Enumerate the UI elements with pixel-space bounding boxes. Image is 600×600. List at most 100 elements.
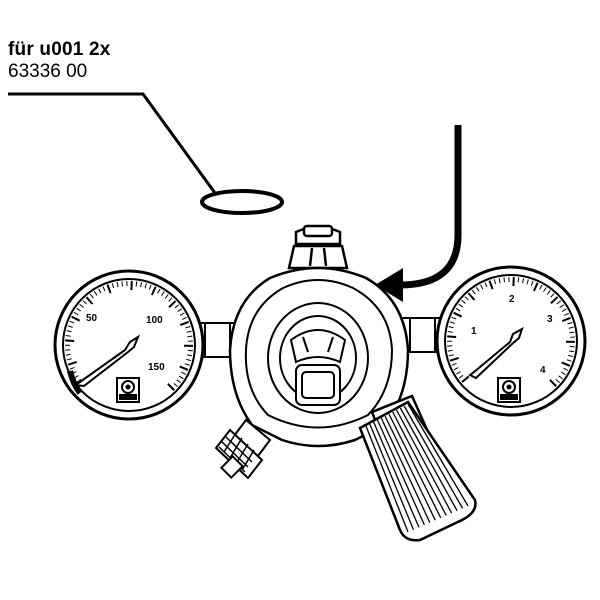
knob-ridge bbox=[388, 413, 442, 519]
gauge-tick bbox=[179, 365, 189, 371]
part-number: 63336 00 bbox=[8, 61, 88, 82]
gauge-tick bbox=[98, 288, 102, 294]
left-gauge-red-zone bbox=[67, 370, 83, 395]
gauge-tick bbox=[157, 288, 161, 294]
gauge-tick bbox=[161, 291, 165, 297]
gauge-tick bbox=[66, 330, 72, 333]
knob-ridge bbox=[392, 411, 447, 516]
gauge-tick bbox=[522, 278, 525, 284]
gauge-tick bbox=[116, 282, 119, 288]
gauge-tick bbox=[561, 316, 572, 322]
gauge-tick bbox=[135, 281, 138, 287]
knob-ridge bbox=[395, 409, 453, 514]
gauge-tick bbox=[73, 311, 79, 316]
side-valve bbox=[214, 418, 272, 480]
knob-ridge bbox=[380, 417, 431, 523]
gauge-tick bbox=[471, 289, 476, 295]
gauge-tick bbox=[559, 304, 565, 308]
right-pressure-gauge: 1 2 3 4 bbox=[435, 265, 587, 417]
left-gauge-scale-label: 150 bbox=[148, 362, 165, 373]
gauge-tick bbox=[447, 330, 453, 333]
gauge-tick bbox=[106, 284, 112, 294]
leader-line bbox=[8, 92, 217, 194]
part-label-title: für u001 2x bbox=[8, 39, 111, 60]
gauge-tick bbox=[467, 292, 476, 301]
knob-ridge bbox=[403, 405, 464, 509]
knob-ridge bbox=[369, 423, 415, 530]
gauge-tick bbox=[71, 315, 81, 322]
gauge-tick bbox=[493, 279, 497, 285]
gauge-tick bbox=[168, 297, 173, 302]
gauge-tick bbox=[568, 354, 574, 358]
gauge-tick bbox=[458, 374, 464, 379]
gauge-tick bbox=[461, 299, 466, 304]
gauge-tick bbox=[89, 293, 94, 299]
gauge-tick bbox=[178, 375, 184, 380]
gauge-tick bbox=[498, 278, 501, 284]
knob-ridge bbox=[384, 415, 436, 521]
gauge-tick bbox=[451, 362, 457, 366]
gauge-tick bbox=[567, 321, 573, 325]
gauge-tick bbox=[546, 290, 551, 295]
right-gauge-scale-label: 1 bbox=[471, 326, 477, 337]
gauge-tick bbox=[144, 283, 147, 289]
adjustment-knob bbox=[358, 394, 477, 542]
gauge-tick bbox=[176, 379, 181, 384]
gauge-tick bbox=[76, 307, 82, 312]
pointer-arrow bbox=[375, 125, 462, 302]
gauge-tick bbox=[121, 281, 123, 287]
right-gauge-ticks bbox=[446, 277, 576, 387]
gauge-tick bbox=[187, 335, 193, 338]
gauge-tick bbox=[167, 383, 175, 391]
part-label: für u001 2x 63336 00 bbox=[8, 40, 111, 81]
gauge-tick bbox=[539, 284, 543, 290]
gauge-tick bbox=[179, 320, 190, 326]
gauge-tick bbox=[517, 277, 520, 283]
knob-ridge bbox=[376, 419, 425, 526]
gauge-tick bbox=[555, 379, 560, 384]
gauge-tick bbox=[480, 284, 484, 290]
gauge-tick bbox=[543, 287, 547, 293]
left-pressure-gauge: 50 100 150 bbox=[53, 269, 205, 421]
gauge-tick bbox=[179, 312, 185, 316]
knob-ridge bbox=[399, 407, 458, 512]
gauge-tick bbox=[93, 290, 98, 296]
gauge-tick bbox=[550, 296, 559, 304]
gauge-tick bbox=[65, 334, 71, 337]
gauge-tick bbox=[461, 375, 470, 383]
gauge-tick bbox=[447, 335, 457, 339]
gauge-tick bbox=[181, 316, 187, 320]
gauge-tick bbox=[558, 375, 563, 380]
gauge-tick bbox=[186, 358, 192, 362]
right-gauge-needle bbox=[468, 326, 524, 380]
logo-badge bbox=[116, 377, 140, 403]
gauge-tick bbox=[530, 280, 534, 286]
gauge-tick bbox=[563, 312, 569, 316]
gauge-tick bbox=[449, 321, 455, 324]
gauge-tick bbox=[67, 360, 77, 366]
gauge-tick bbox=[177, 308, 183, 312]
gauge-tick bbox=[561, 361, 571, 367]
gauge-tick bbox=[168, 300, 177, 308]
gauge-tick bbox=[140, 282, 143, 288]
gauge-tick bbox=[449, 356, 459, 362]
gauge-tick bbox=[448, 354, 454, 357]
gauge-tick bbox=[79, 303, 84, 308]
gauge-tick bbox=[82, 300, 87, 305]
center-valve bbox=[289, 329, 347, 406]
left-gauge-scale-label: 100 bbox=[146, 315, 163, 326]
gauge-tick bbox=[85, 296, 94, 305]
gauge-tick bbox=[164, 294, 169, 299]
gauge-tick bbox=[187, 354, 193, 357]
gauge-tick bbox=[102, 286, 106, 292]
gauge-tick bbox=[453, 367, 459, 371]
gauge-tick bbox=[455, 371, 461, 375]
gauge-tick bbox=[566, 359, 572, 362]
knob-ridge bbox=[407, 403, 469, 507]
gauge-tick bbox=[447, 349, 453, 352]
gauge-tick bbox=[111, 283, 115, 289]
gauge-tick bbox=[458, 303, 464, 308]
gauge-tick bbox=[455, 307, 461, 312]
gauge-tick bbox=[464, 296, 469, 301]
